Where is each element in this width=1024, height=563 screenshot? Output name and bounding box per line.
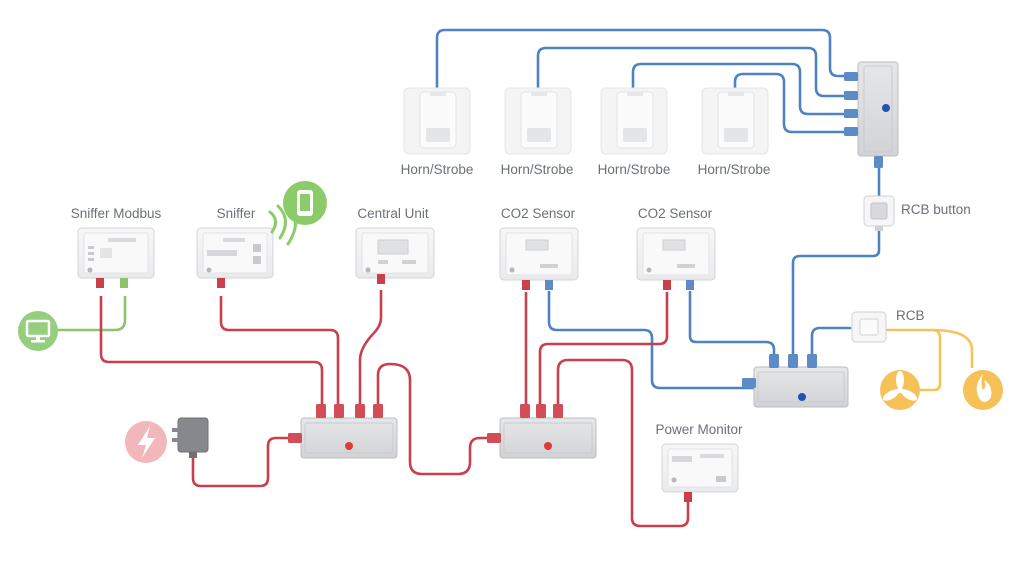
- sniffer-modbus-device: [77, 227, 155, 288]
- label-horn3: Horn/Strobe: [598, 162, 671, 177]
- red-hub-1: [288, 404, 398, 459]
- label-sniffer: Sniffer: [217, 206, 256, 221]
- label-horn2: Horn/Strobe: [501, 162, 574, 177]
- co2-sensor-1-device: [499, 227, 579, 290]
- power-supply-adapter: [172, 417, 209, 458]
- cable-central-unit: [358, 290, 383, 405]
- central-unit-device: [355, 227, 435, 284]
- hub-red-led: [544, 442, 552, 450]
- cable-power-supply: [191, 436, 302, 488]
- cable-horn1: [435, 28, 848, 94]
- horn-strobe-2: [504, 87, 572, 155]
- hub-blue-led: [798, 393, 806, 401]
- phone-wifi-icon: [268, 181, 327, 246]
- label-sniffer-modbus: Sniffer Modbus: [71, 206, 162, 221]
- power-lightning-icon: [125, 421, 167, 463]
- label-power-monitor: Power Monitor: [655, 422, 743, 437]
- label-central-unit: Central Unit: [357, 206, 429, 221]
- cable-co2-2-red: [538, 292, 669, 405]
- cable-power-monitor: [556, 358, 690, 528]
- label-co2-sensor-1: CO2 Sensor: [501, 206, 576, 221]
- cable-co2-1: [547, 290, 758, 390]
- rcb-device: [851, 311, 887, 343]
- label-rcb: RCB: [896, 308, 925, 323]
- fire-icon: [963, 370, 1003, 410]
- top-hub-connectors: [844, 72, 883, 168]
- cable-hub1-hub2-loop: [376, 362, 500, 476]
- cable-rcb-hub: [810, 326, 852, 360]
- label-co2-sensor-2: CO2 Sensor: [638, 206, 713, 221]
- label-horn1: Horn/Strobe: [401, 162, 474, 177]
- co2-sensor-2-device: [636, 227, 716, 290]
- cable-sniffer-modbus: [99, 296, 324, 405]
- monitor-icon: [18, 311, 58, 351]
- hub-blue-led: [882, 104, 890, 112]
- blue-cables: [435, 28, 881, 390]
- horn-strobe-1: [403, 87, 471, 155]
- fan-icon: [880, 370, 920, 410]
- cable-horn2: [536, 46, 848, 98]
- power-monitor-device: [661, 443, 739, 502]
- red-hub-2: [487, 404, 597, 459]
- top-hub: [844, 61, 899, 168]
- cable-rcb-button-hub: [791, 226, 881, 360]
- hub-red-led: [345, 442, 353, 450]
- red-cables: [99, 290, 690, 528]
- horn-strobe-3: [600, 87, 668, 155]
- label-horn4: Horn/Strobe: [698, 162, 771, 177]
- cable-sniffer: [219, 296, 340, 405]
- cable-horn4: [733, 72, 848, 134]
- cable-rcb-fire: [931, 328, 974, 368]
- cable-co2-2: [688, 290, 776, 360]
- cable-modbus-monitor: [58, 296, 127, 332]
- sniffer-device: [196, 227, 274, 288]
- cable-horn3: [631, 62, 848, 116]
- green-cables: [58, 296, 127, 332]
- horn-strobe-4: [701, 87, 769, 155]
- bottom-blue-hub: [742, 354, 849, 408]
- rcb-button-device: [863, 195, 895, 231]
- label-rcb-button: RCB button: [901, 202, 971, 217]
- yellow-cables: [884, 328, 974, 392]
